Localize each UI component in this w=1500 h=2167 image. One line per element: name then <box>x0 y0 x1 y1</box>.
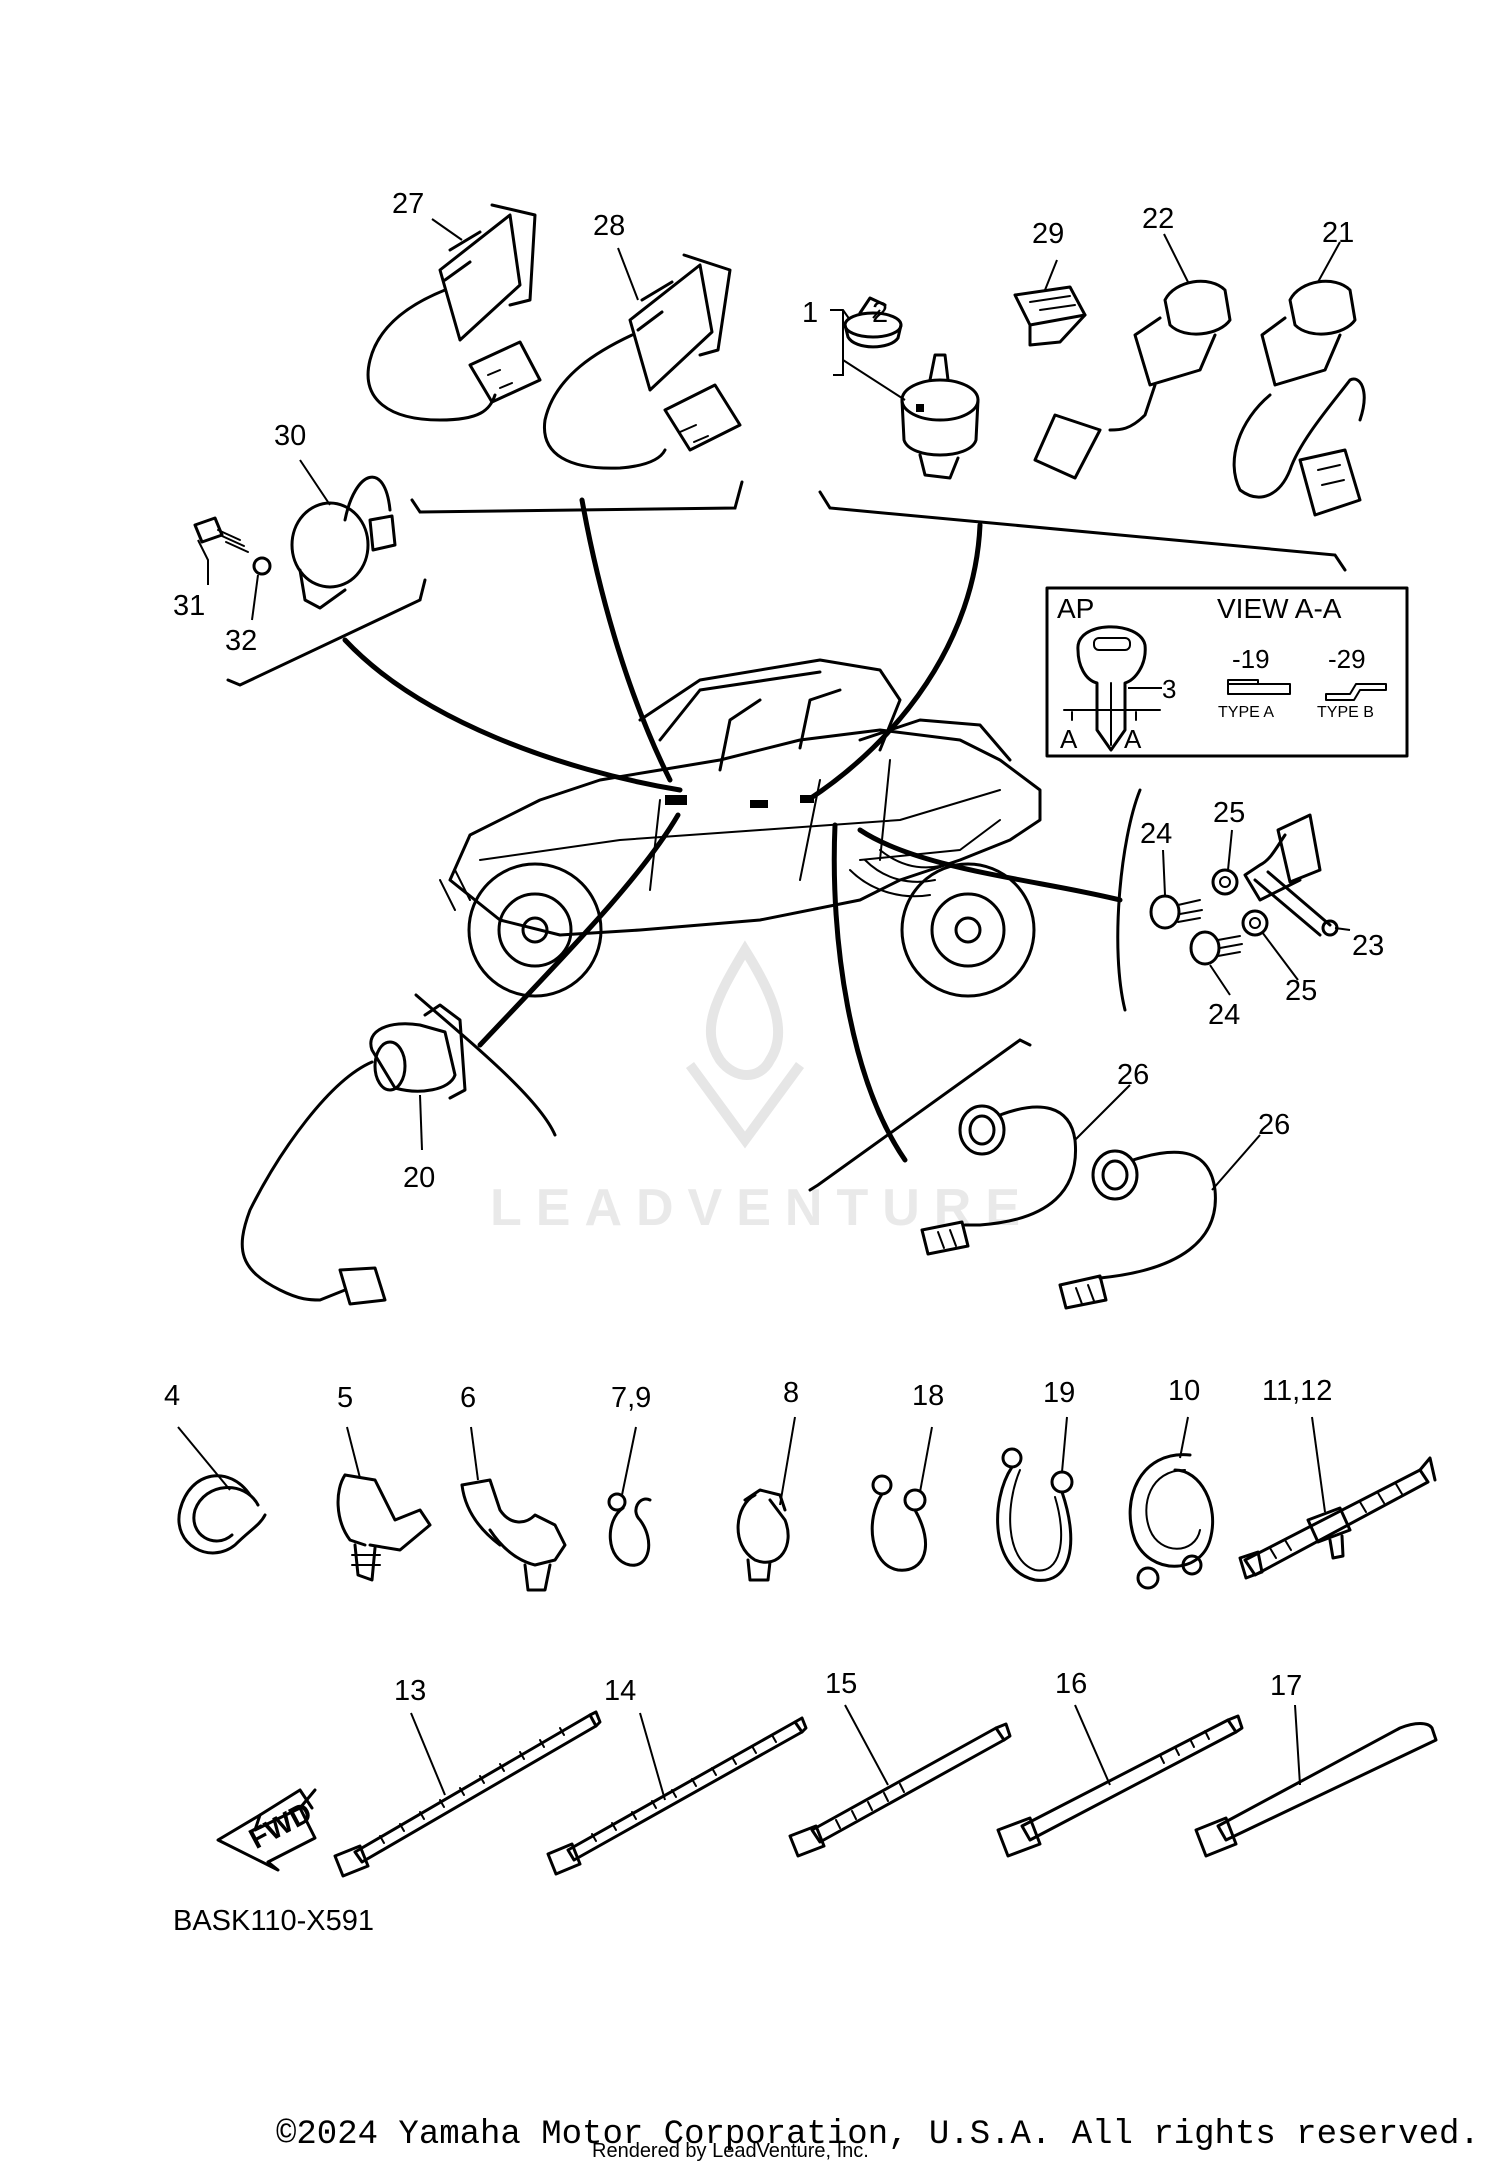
part-28-switch <box>542 253 742 470</box>
key-icon <box>1076 625 1147 752</box>
callout-22: 22 <box>1142 203 1174 235</box>
callout-15: 15 <box>825 1668 857 1700</box>
section-letter-left: A <box>1060 724 1078 754</box>
callout-24-upper: 24 <box>1140 818 1172 850</box>
callout-28: 28 <box>593 210 625 242</box>
part-8-clamp <box>736 1488 790 1582</box>
part-24-bolt-upper <box>1149 894 1203 930</box>
part-6-clamp <box>460 1478 567 1592</box>
part-17-tie <box>1194 1722 1438 1858</box>
callout-25-lower: 25 <box>1285 975 1317 1007</box>
variant-a-type: TYPE A <box>1218 704 1274 721</box>
watermark-text: LEADVENTURE <box>490 1179 1034 1237</box>
part-10-clamp <box>1128 1453 1215 1590</box>
copyright-notice: ©2024 Yamaha Motor Corporation, U.S.A. A… <box>276 2116 1480 2154</box>
vehicle-illustration <box>439 658 1042 998</box>
part-11-12-tie <box>1238 1456 1437 1580</box>
part-21-switch <box>1232 279 1366 517</box>
part-24-bolt-lower <box>1189 930 1243 966</box>
part-25-washer-lower <box>1241 909 1269 937</box>
variant-b-profile <box>1325 683 1387 701</box>
callout-6: 6 <box>460 1382 476 1414</box>
rendered-by-notice: Rendered by LeadVenture, Inc. <box>592 2140 869 2162</box>
callout-11-12: 11,12 <box>1262 1375 1332 1407</box>
callout-17: 17 <box>1270 1670 1302 1702</box>
callout-2: 2 <box>872 297 888 329</box>
callout-23: 23 <box>1352 930 1384 962</box>
part-31-bolt <box>193 516 249 553</box>
callout-13: 13 <box>394 1675 426 1707</box>
part-16-tie <box>996 1714 1244 1858</box>
inset-key-view: AP VIEW A-A 3 A A -19 -29 TYPE A TYPE B <box>1045 586 1409 758</box>
part-32-washer <box>252 556 272 576</box>
callout-27: 27 <box>392 188 424 220</box>
fwd-arrow-icon: FWD <box>216 1788 317 1872</box>
group-leaders <box>342 497 1123 1163</box>
variant-a-code: -19 <box>1232 644 1270 674</box>
part-19-clamp <box>996 1447 1074 1582</box>
callout-26-upper: 26 <box>1117 1059 1149 1091</box>
inset-view-label: VIEW A-A <box>1217 593 1342 624</box>
variant-b-code: -29 <box>1328 644 1366 674</box>
part-26-socket-upper <box>920 1104 1078 1256</box>
part-15-tie <box>788 1722 1012 1858</box>
part-14-tie <box>546 1716 808 1876</box>
group-brackets <box>226 480 1347 1192</box>
callout-21: 21 <box>1322 217 1354 249</box>
part-26-socket-lower <box>1058 1149 1217 1310</box>
callout-16: 16 <box>1055 1668 1087 1700</box>
part-23-sensor <box>1243 813 1339 937</box>
part-5-clamp <box>336 1473 432 1582</box>
part-29-connector <box>1013 285 1087 347</box>
variant-b-type: TYPE B <box>1317 704 1374 721</box>
callout-20: 20 <box>403 1162 435 1194</box>
callout-leaders <box>177 218 1351 1801</box>
callout-24-lower: 24 <box>1208 999 1240 1031</box>
callout-29: 29 <box>1032 218 1064 250</box>
diagram-code: BASK110-X591 <box>173 1905 374 1937</box>
callout-31: 31 <box>173 590 205 622</box>
part-7-9-clamp <box>607 1492 652 1567</box>
callout-5: 5 <box>337 1382 353 1414</box>
callout-19: 19 <box>1043 1377 1075 1409</box>
variant-a-profile <box>1227 679 1291 695</box>
part-22-switch <box>1033 279 1232 480</box>
inset-left-label: AP <box>1057 593 1094 624</box>
callout-32: 32 <box>225 625 257 657</box>
callout-14: 14 <box>604 1675 636 1707</box>
part-30-buzzer <box>290 475 397 610</box>
part-18-clamp <box>870 1474 927 1572</box>
callout-8: 8 <box>783 1377 799 1409</box>
callout-1: 1 <box>802 297 818 329</box>
part-27-switch <box>366 203 542 422</box>
callout-18: 18 <box>912 1380 944 1412</box>
callout-4: 4 <box>164 1380 180 1412</box>
callout-30: 30 <box>274 420 306 452</box>
part-2-cap <box>843 296 903 349</box>
part-4-clamp <box>177 1474 267 1555</box>
inset-frame <box>1045 586 1409 758</box>
callouts: 27 28 1 2 29 22 21 30 31 32 25 24 23 25 … <box>164 188 1384 1937</box>
part-1-main-switch <box>900 353 980 480</box>
callout-10: 10 <box>1168 1375 1200 1407</box>
fwd-label: FWD <box>244 1796 317 1855</box>
inset-part-ref: 3 <box>1162 674 1176 704</box>
callout-7-9: 7,9 <box>611 1382 651 1414</box>
callout-25-upper: 25 <box>1213 797 1245 829</box>
part-13-tie <box>333 1710 602 1878</box>
section-letter-right: A <box>1124 724 1142 754</box>
part-20-socket <box>240 1003 467 1306</box>
part-25-washer-upper <box>1211 868 1239 896</box>
callout-26-lower: 26 <box>1258 1109 1290 1141</box>
